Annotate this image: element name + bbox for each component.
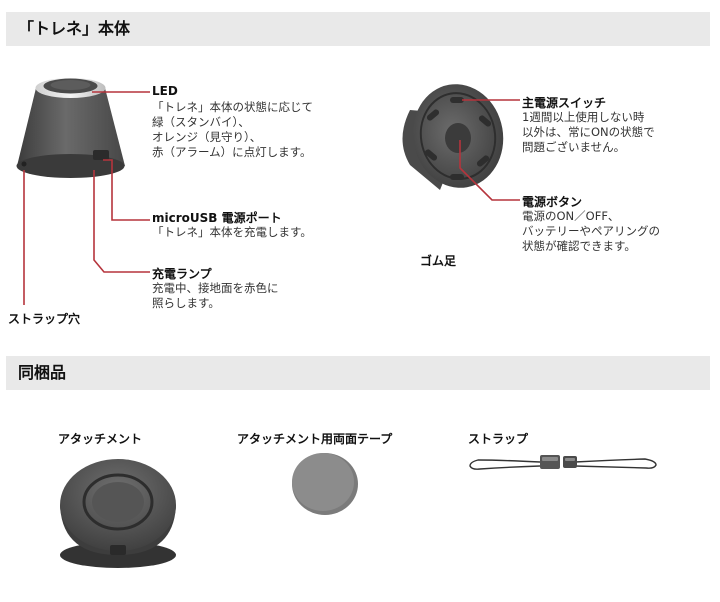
section-header-body: 「トレネ」本体 (6, 12, 710, 46)
callout-lines (23, 91, 520, 305)
callout-main-switch-desc: 1週間以上使用しない時 以外は、常にONの状態で 問題ございません。 (522, 110, 655, 155)
callout-charge-lamp-desc-line: 充電中、接地面を赤色に (152, 281, 279, 295)
double-sided-tape-graphic (292, 453, 358, 515)
callout-usb-title: microUSB 電源ポート (152, 211, 282, 225)
strap-hole-graphic (21, 161, 27, 167)
callout-main-switch-title: 主電源スイッチ (522, 96, 607, 110)
device-cone (16, 78, 125, 178)
item-tape-label: アタッチメント用両面テープ (237, 432, 393, 446)
callout-led-desc-line: オレンジ（見守り）、 (152, 130, 262, 144)
callout-led-desc-line: 緑（スタンバイ）、 (152, 115, 250, 129)
callout-led-desc: 「トレネ」本体の状態に応じて 緑（スタンバイ）、 オレンジ（見守り）、 赤（アラ… (152, 100, 313, 160)
callout-usb-desc: 「トレネ」本体を充電します。 (152, 225, 312, 239)
item-strap-label: ストラップ (468, 432, 529, 446)
callout-led-desc-line: 赤（アラーム）に点灯します。 (152, 145, 312, 159)
callout-rubber-feet-title: ゴム足 (420, 254, 457, 268)
main-switch-graphic (450, 97, 464, 103)
callout-power-button-desc: 電源のON／OFF、 バッテリーやペアリングの 状態が確認できます。 (522, 209, 660, 254)
usb-port-graphic (93, 150, 109, 160)
callout-main-switch-desc-line: 問題ございません。 (522, 140, 626, 154)
device-bottom (402, 84, 504, 190)
callout-power-button-desc-line: バッテリーやペアリングの (522, 224, 660, 238)
callout-main-switch-desc-line: 1週間以上使用しない時 (522, 110, 645, 124)
strap-graphic (469, 455, 657, 470)
power-button-graphic (445, 123, 471, 153)
callout-charge-lamp-title: 充電ランプ (152, 267, 212, 281)
callout-charge-lamp-desc-line: 照らします。 (152, 296, 220, 310)
callout-power-button-desc-line: 電源のON／OFF、 (522, 209, 620, 223)
callout-charge-lamp-desc: 充電中、接地面を赤色に 照らします。 (152, 281, 279, 311)
callout-main-switch-desc-line: 以外は、常にONの状態で (522, 125, 655, 139)
attachment-graphic (60, 459, 176, 568)
item-attachment-label: アタッチメント (58, 432, 143, 446)
callout-power-button-desc-line: 状態が確認できます。 (522, 239, 636, 253)
callout-power-button-title: 電源ボタン (522, 195, 583, 209)
callout-led-title: LED (152, 84, 178, 98)
section-header-contents: 同梱品 (6, 356, 710, 390)
callout-led-desc-line: 「トレネ」本体の状態に応じて (152, 100, 313, 114)
callout-strap-hole-title: ストラップ穴 (8, 312, 81, 326)
